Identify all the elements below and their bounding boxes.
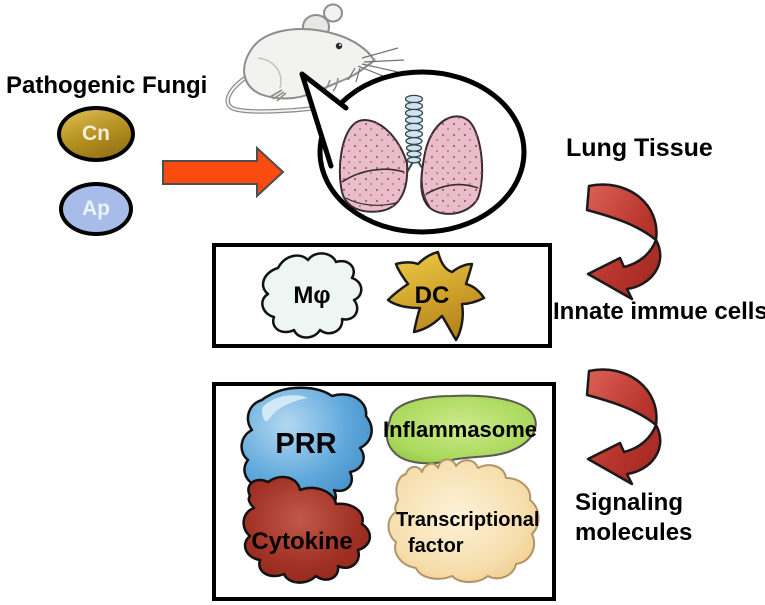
dendritic-cell-label: DC bbox=[414, 282, 450, 309]
curved-arrow-icon bbox=[585, 368, 662, 486]
cn-fungus-badge: Cn bbox=[57, 106, 135, 162]
mouse-whiskers bbox=[347, 47, 405, 83]
ap-fungus-badge: Ap bbox=[59, 182, 133, 236]
prr-label: PRR bbox=[275, 428, 337, 460]
tf-line1: Transcriptional bbox=[396, 509, 540, 531]
transcription-factor-label: Transcriptional factor bbox=[396, 507, 539, 559]
trachea bbox=[404, 94, 424, 164]
signaling-molecules-box bbox=[212, 382, 556, 601]
innate-cells-label: Innate immue cells bbox=[553, 298, 765, 325]
mouse-paws bbox=[269, 77, 339, 102]
signaling-line1: Signaling bbox=[575, 489, 683, 516]
lung-tissue-label: Lung Tissue bbox=[566, 134, 713, 162]
page-title: Pathogenic Fungi bbox=[6, 72, 208, 99]
ap-label: Ap bbox=[82, 197, 110, 220]
inflammasome-label: Inflammasome bbox=[382, 417, 538, 442]
lungs-illustration bbox=[339, 94, 484, 215]
innate-cells-box bbox=[212, 243, 552, 348]
curved-arrow-icon bbox=[585, 183, 662, 301]
right-arrow-icon bbox=[162, 145, 285, 199]
mouse-illustration bbox=[225, 3, 405, 114]
right-lung-lobe bbox=[420, 115, 484, 215]
cytokine-label: Cytokine bbox=[251, 528, 353, 555]
cn-label: Cn bbox=[82, 122, 110, 145]
callout-bubble bbox=[299, 69, 527, 235]
left-lung-lobe bbox=[339, 119, 409, 213]
signaling-molecules-label: Signaling molecules bbox=[575, 488, 692, 548]
signaling-line2: molecules bbox=[575, 519, 693, 546]
macrophage-label: Mφ bbox=[293, 282, 331, 309]
tf-line2: factor bbox=[408, 535, 464, 557]
